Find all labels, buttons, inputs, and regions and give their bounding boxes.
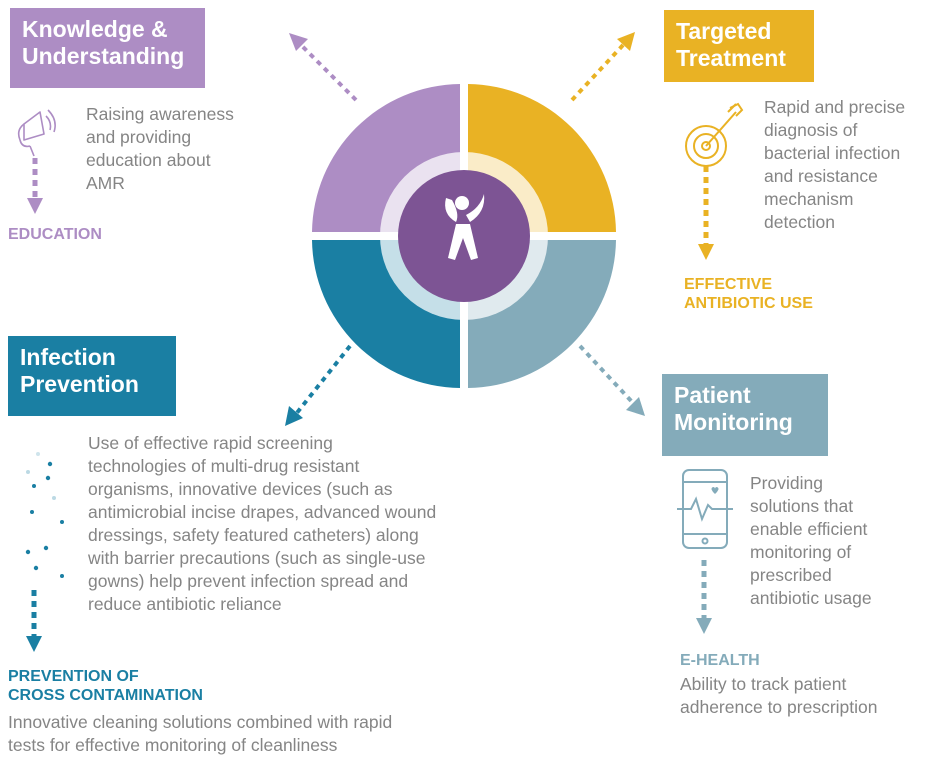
treatment-label-line: ANTIBIOTIC USE bbox=[684, 295, 813, 312]
treatment-title-line1: Targeted bbox=[676, 18, 772, 44]
treatment-label: EFFECTIVE ANTIBIOTIC USE bbox=[684, 275, 813, 313]
knowledge-text-line: education about bbox=[86, 150, 211, 170]
prevention-title-line2: Prevention bbox=[20, 371, 139, 397]
prevention-sub-line: Innovative cleaning solutions combined w… bbox=[8, 712, 393, 732]
knowledge-text-line: AMR bbox=[86, 173, 125, 193]
monitoring-text-line: antibiotic usage bbox=[750, 588, 872, 608]
monitoring-sub-description: Ability to track patient adherence to pr… bbox=[680, 673, 877, 719]
arrow-to-treatment bbox=[570, 32, 635, 102]
prevention-title-line1: Infection bbox=[20, 344, 116, 370]
prevention-text-line: dressings, safety featured catheters) al… bbox=[88, 525, 419, 545]
ring-segment-treatment bbox=[468, 84, 616, 232]
treatment-label-line: EFFECTIVE bbox=[684, 276, 773, 293]
knowledge-label: EDUCATION bbox=[8, 226, 102, 243]
knowledge-text-line: Raising awareness bbox=[86, 104, 234, 124]
knowledge-title-line2: Understanding bbox=[22, 43, 185, 69]
arrow-to-monitoring bbox=[578, 344, 645, 416]
prevention-sub-line: tests for effective monitoring of cleanl… bbox=[8, 735, 338, 755]
prevention-label-line: PREVENTION OF bbox=[8, 668, 139, 685]
knowledge-text-line: and providing bbox=[86, 127, 192, 147]
treatment-text-line: bacterial infection bbox=[764, 143, 901, 163]
knowledge-description: Raising awareness and providing educatio… bbox=[86, 103, 234, 195]
ring-segment-knowledge bbox=[312, 84, 460, 232]
monitoring-sub-line: adherence to prescription bbox=[680, 697, 878, 717]
prevention-text-line: technologies of multi-drug resistant bbox=[88, 456, 360, 476]
prevention-text-line: organisms, innovative devices (such as bbox=[88, 479, 393, 499]
prevention-label-line: CROSS CONTAMINATION bbox=[8, 687, 203, 704]
target-arrow-icon bbox=[685, 102, 744, 167]
treatment-dotted-arrow bbox=[698, 166, 714, 260]
monitoring-text-line: prescribed bbox=[750, 565, 832, 585]
prevention-title-box: Infection Prevention bbox=[8, 336, 176, 416]
monitoring-description: Providing solutions that enable efficien… bbox=[750, 472, 872, 610]
knowledge-dotted-arrow bbox=[27, 158, 43, 214]
arrow-to-knowledge bbox=[289, 33, 358, 102]
megaphone-icon bbox=[17, 109, 56, 157]
prevention-label: PREVENTION OF CROSS CONTAMINATION bbox=[8, 667, 203, 705]
treatment-text-line: mechanism bbox=[764, 189, 854, 209]
knowledge-title-line1: Knowledge & bbox=[22, 16, 168, 42]
monitoring-label: E-HEALTH bbox=[680, 652, 760, 669]
treatment-text-line: and resistance bbox=[764, 166, 878, 186]
smartphone-heartbeat-icon bbox=[677, 469, 733, 549]
prevention-dotted-arrow bbox=[26, 590, 42, 652]
monitoring-dotted-arrow bbox=[696, 560, 712, 634]
prevention-text-line: Use of effective rapid screening bbox=[88, 433, 333, 453]
arrow-to-prevention bbox=[285, 344, 352, 426]
prevention-text-line: with barrier precautions (such as single… bbox=[88, 548, 426, 568]
treatment-text-line: Rapid and precise bbox=[764, 97, 906, 117]
prevention-text-line: antimicrobial incise drapes, advanced wo… bbox=[88, 502, 437, 522]
treatment-text-line: detection bbox=[764, 212, 836, 232]
knowledge-title-box: Knowledge & Understanding bbox=[10, 8, 205, 88]
prevention-sub-description: Innovative cleaning solutions combined w… bbox=[8, 711, 392, 757]
treatment-title-box: Targeted Treatment bbox=[664, 10, 814, 82]
monitoring-title-line2: Monitoring bbox=[674, 409, 793, 435]
monitoring-text-line: Providing bbox=[750, 473, 823, 493]
ring-segment-monitoring bbox=[468, 240, 616, 388]
monitoring-sub-line: Ability to track patient bbox=[680, 674, 847, 694]
monitoring-text-line: monitoring of bbox=[750, 542, 852, 562]
treatment-description: Rapid and precise diagnosis of bacterial… bbox=[764, 96, 905, 234]
prevention-text-line: reduce antibiotic reliance bbox=[88, 594, 282, 614]
dots-icon bbox=[25, 452, 64, 578]
monitoring-text-line: enable efficient bbox=[750, 519, 868, 539]
monitoring-title-line1: Patient bbox=[674, 382, 751, 408]
treatment-text-line: diagnosis of bbox=[764, 120, 858, 140]
monitoring-text-line: solutions that bbox=[750, 496, 854, 516]
ring-segment-prevention bbox=[312, 240, 460, 388]
prevention-description: Use of effective rapid screening technol… bbox=[88, 432, 436, 616]
treatment-title-line2: Treatment bbox=[676, 45, 786, 71]
monitoring-title-box: Patient Monitoring bbox=[662, 374, 828, 456]
prevention-text-line: gowns) help prevent infection spread and bbox=[88, 571, 409, 591]
stylized-figure-logo-icon bbox=[445, 194, 485, 260]
